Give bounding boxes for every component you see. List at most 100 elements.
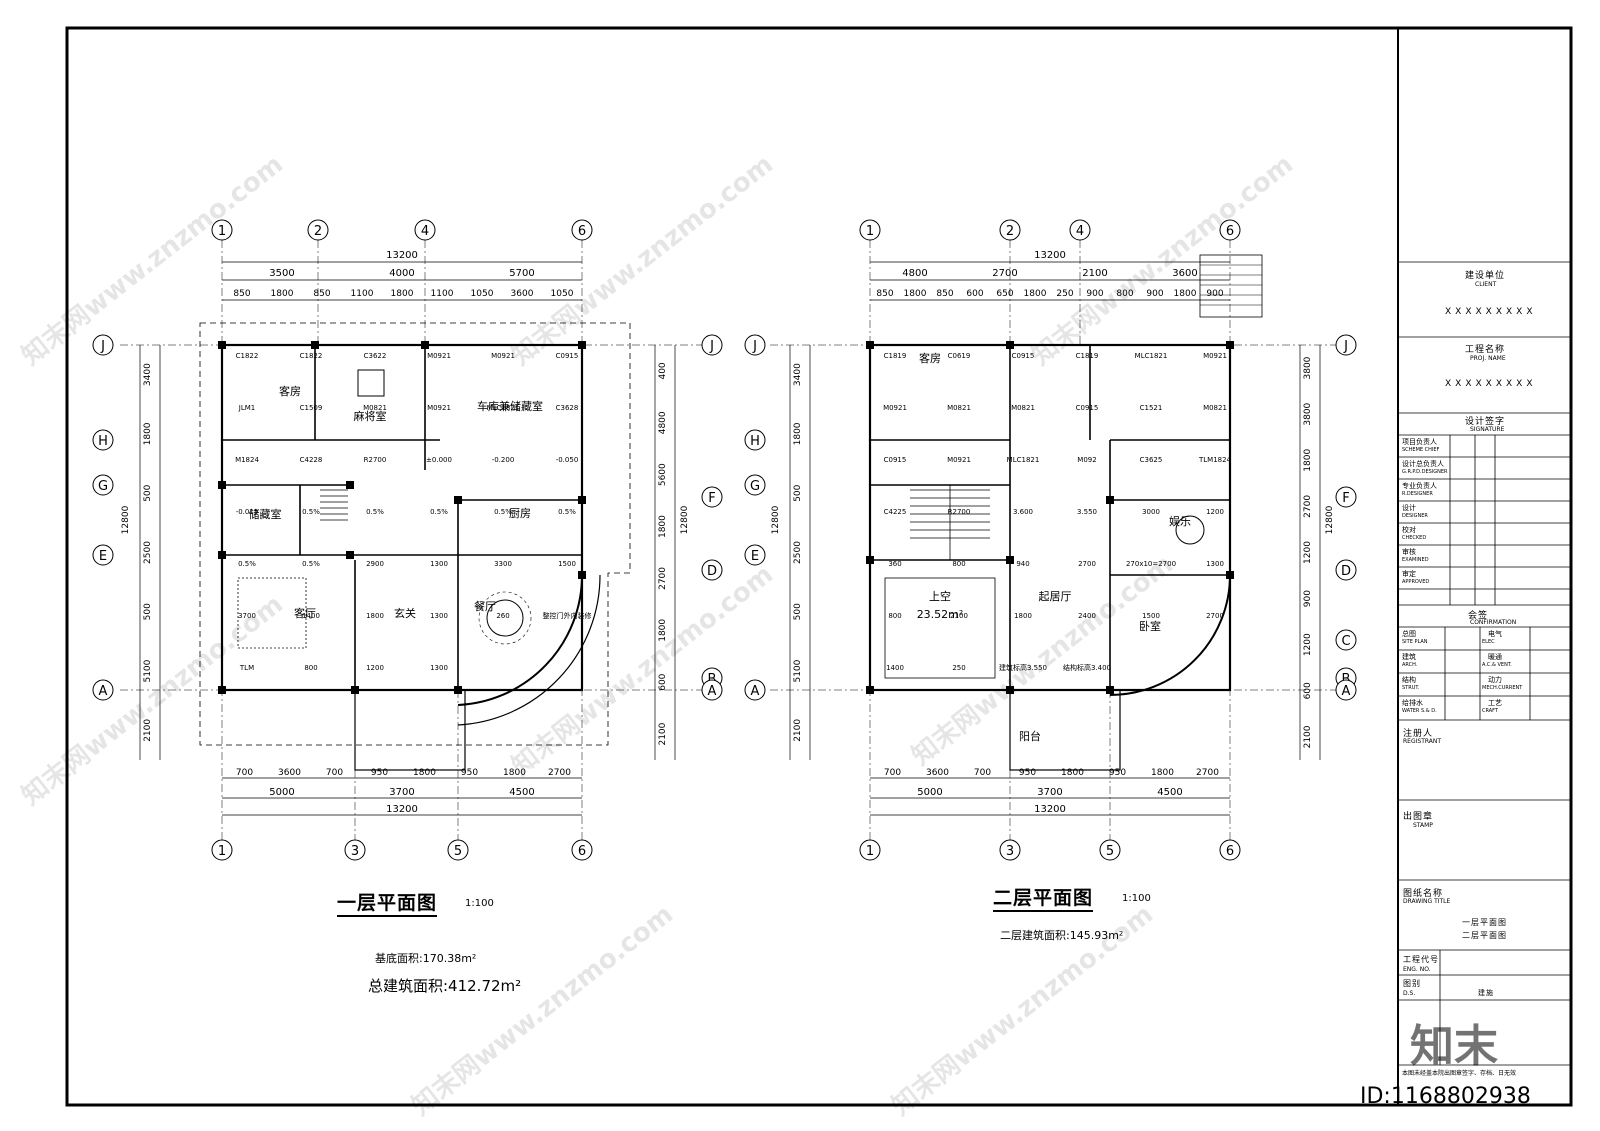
axis-label: 6 [1226,224,1234,239]
plan-annotation: 3300 [494,560,512,568]
dim-left: 2100 [143,719,153,742]
dim-top: 4000 [389,268,414,279]
tb-registrant-label: 注册人 [1403,729,1434,739]
plan-annotation: 1300 [430,612,448,620]
dim-right: 2700 [1303,495,1313,518]
tb-confirm-cell: MECH.CURRENT [1482,685,1523,691]
tb-role-zh: 审定 [1402,570,1416,578]
plan-annotation: C3622 [364,352,387,360]
dim-bottom: 4500 [1157,787,1182,798]
plan-annotation: 1500 [1142,612,1160,620]
dim-left: 3400 [143,363,153,386]
tb-proj-label: 工程名称 [1465,345,1506,355]
tb-role-en: DESIGNER [1402,513,1428,519]
plan-annotation: 270x10=2700 [1126,560,1176,568]
axis-bubble [1219,219,1241,241]
tb-ds-label: 图别 [1403,979,1421,988]
plan-annotation: 2700 [1206,612,1224,620]
room-label: 麻将室 [354,409,387,423]
axis-label: 6 [1226,844,1234,859]
tb-role-zh: 审核 [1402,548,1416,556]
plan-annotation: C1819 [1076,352,1099,360]
axis-bubble [1335,559,1357,581]
dim-top-detail: 1100 [431,289,454,299]
plan-annotation: 0.5% [558,508,576,516]
tb-confirm-cell: 动力 [1488,676,1502,684]
tb-confirm-cell: ARCH. [1402,662,1418,668]
axis-label: 1 [866,224,874,239]
dim-right: 1200 [1303,633,1313,656]
dim-total-top: 13200 [1034,250,1066,261]
tb-eng-no-en: ENG. NO. [1403,966,1431,973]
plan-annotation: 0.5% [430,508,448,516]
dim-left: 5100 [143,659,153,682]
plan-annotation: 1400 [886,664,904,672]
plan-annotation: M0921 [1203,352,1227,360]
plan2-area: 二层建筑面积:145.93m² [1000,929,1124,942]
dim-right: 600 [1303,682,1313,699]
axis-label: 4 [421,224,429,239]
dim-top-detail: 1800 [1174,289,1197,299]
dim-top: 3600 [1172,268,1197,279]
plan2-scale: 1:100 [1122,893,1151,904]
dim-left: 1800 [793,422,803,445]
axis-bubble [744,544,766,566]
tb-role-en: SCHEME CHIEF [1402,447,1440,453]
tb-confirm-cell: 结构 [1402,676,1416,684]
dim-right-total: 12800 [1325,505,1335,534]
axis-bubble [744,429,766,451]
dim-right: 2100 [1303,725,1313,748]
plan-annotation: C1521 [1140,404,1163,412]
plan-annotation: TLM [239,664,254,672]
dim-left: 5100 [793,659,803,682]
plan-annotation: M092 [1077,456,1096,464]
axis-bubble [1335,679,1357,701]
plan-annotation: C0915 [1076,404,1099,412]
dim-top-detail: 1800 [391,289,414,299]
tb-ds-en: D.S. [1403,990,1416,997]
tb-role-en: APPROVED [1402,579,1430,585]
dim-top-detail: 850 [313,289,330,299]
plan-annotation: M0921 [427,352,451,360]
axis-label: 1 [218,224,226,239]
plan-annotation: M0921 [947,456,971,464]
axis-label: 4 [1076,224,1084,239]
room-label: 卧室 [1139,619,1161,633]
dim-top: 3500 [269,268,294,279]
dim-top-detail: 3600 [511,289,534,299]
dim-right: 5600 [658,463,668,486]
dim-bottom-detail: 700 [974,768,991,778]
plan-annotation: 1500 [558,560,576,568]
axis-bubble [92,334,114,356]
dim-bottom: 4500 [509,787,534,798]
tb-role-zh: 专业负责人 [1402,482,1437,490]
plan-annotation: 250 [952,664,965,672]
room-label: 客房 [279,384,301,398]
plan-annotation: 整控门外内装修 [543,611,592,620]
room-label: 玄关 [394,606,416,620]
tb-role-en: CHECKED [1402,535,1427,541]
axis-bubble [999,219,1021,241]
axis-bubble [701,559,723,581]
tb-confirm-cell: A.C.& VENT. [1482,662,1512,668]
axis-label: 2 [1006,224,1014,239]
plan-annotation: 0.5% [366,508,384,516]
tb-role-zh: 设计总负责人 [1402,460,1444,468]
titleblock-grid [1398,261,1571,1066]
axis-label: F [708,491,715,506]
dim-right: 2100 [658,722,668,745]
room-label: 上空 [929,589,951,603]
dim-bottom-detail: 950 [461,768,478,778]
dim-top-detail: 650 [996,289,1013,299]
brand-logo: 知末 [1410,1021,1498,1072]
dim-right: 600 [658,673,668,690]
dim-top-detail: 900 [1086,289,1103,299]
axis-bubble [744,474,766,496]
plan-annotation: C0915 [556,352,579,360]
plan-annotation: 1200 [1206,508,1224,516]
tb-confirm-cell: 工艺 [1488,699,1502,707]
tb-confirm-cell: 给排水 [1402,699,1423,707]
axis-bubble [859,839,881,861]
